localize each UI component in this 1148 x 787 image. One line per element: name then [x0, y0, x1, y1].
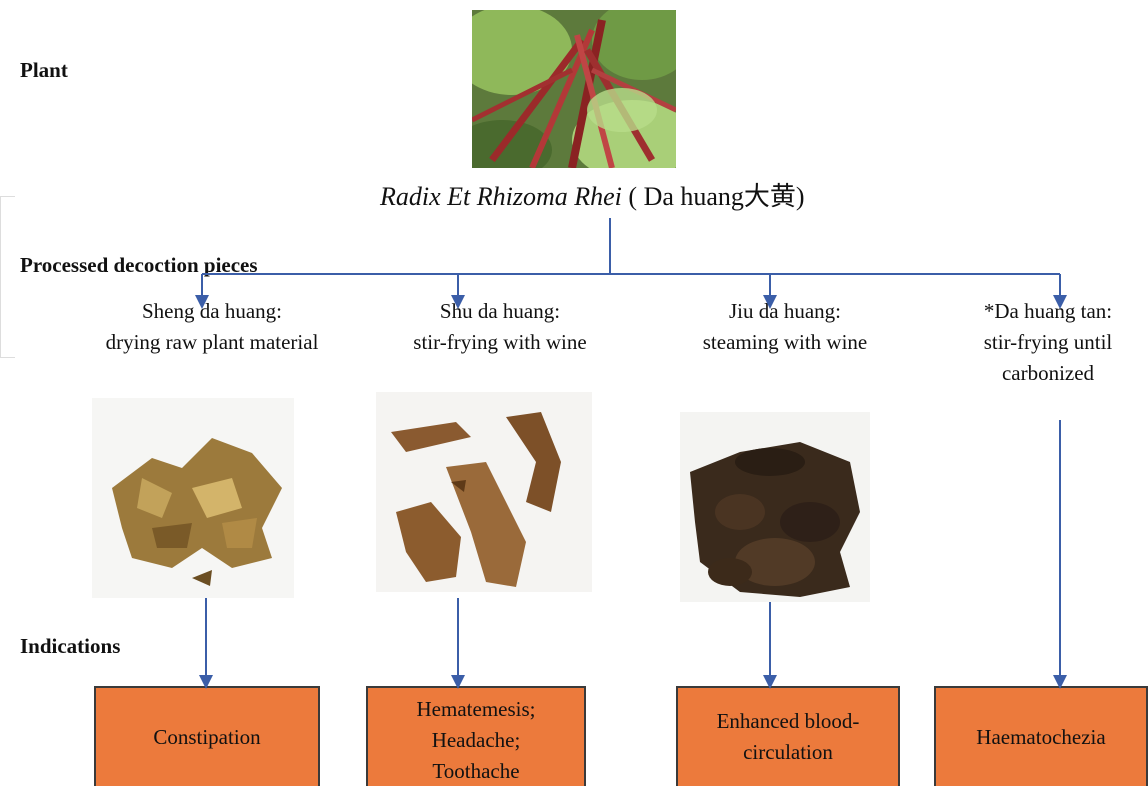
plant-photo [472, 10, 676, 168]
row-label-plant: Plant [20, 58, 68, 82]
piece-method: drying raw plant material [105, 330, 319, 354]
indication-text: Hematemesis; Headache; Toothache [416, 696, 536, 783]
indication-box: Hematemesis; Headache; Toothache [366, 686, 586, 786]
piece-method: stir-frying until [983, 330, 1113, 354]
piece-method-cont: carbonized [1001, 361, 1095, 385]
piece-method: stir-frying with wine [413, 330, 587, 354]
piece-name: *Da huang tan: [983, 299, 1113, 323]
sheng-da-huang-photo [92, 398, 294, 598]
indication-text: Enhanced blood- circulation [716, 709, 860, 764]
piece-label: Jiu da huang: steaming with wine [660, 296, 910, 358]
species-common: ( Da huang大黄) [621, 182, 805, 211]
row-label-processed: Processed decoction pieces [20, 253, 258, 277]
piece-label: Sheng da huang: drying raw plant materia… [62, 296, 362, 358]
piece-name: Shu da huang: [439, 299, 561, 323]
piece-method: steaming with wine [702, 330, 868, 354]
species-name: Radix Et Rhizoma Rhei ( Da huang大黄) [380, 176, 940, 213]
indication-box: Enhanced blood- circulation [676, 686, 900, 786]
jiu-da-huang-photo [680, 412, 870, 602]
indication-box: Constipation [94, 686, 320, 786]
shu-da-huang-photo [376, 392, 592, 592]
piece-label: Shu da huang: stir-frying with wine [360, 296, 640, 358]
piece-label: *Da huang tan: stir-frying until carboni… [948, 296, 1148, 389]
indication-text: Constipation [153, 724, 261, 749]
piece-name: Jiu da huang: [729, 299, 841, 323]
piece-name: Sheng da huang: [142, 299, 282, 323]
side-bracket [0, 196, 15, 358]
indication-box: Haematochezia [934, 686, 1148, 786]
row-label-indications: Indications [20, 634, 121, 658]
indication-text: Haematochezia [976, 724, 1106, 749]
species-latin: Radix Et Rhizoma Rhei [380, 182, 622, 211]
